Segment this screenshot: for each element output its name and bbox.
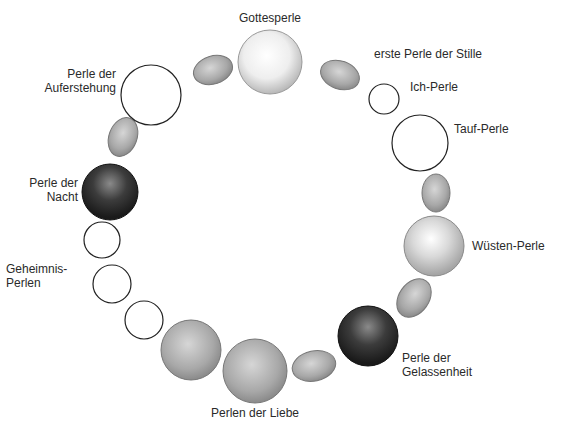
mystery-bead [93, 265, 131, 303]
bead-label: Wüsten-Perle [472, 239, 545, 253]
bead-label: erste Perle der Stille [374, 47, 482, 61]
love-bead [223, 339, 287, 403]
stillness-bead [289, 347, 338, 385]
god-bead [238, 30, 302, 94]
desert-bead [404, 216, 464, 276]
night-bead [82, 164, 138, 220]
mystery-bead [84, 222, 120, 258]
bead-label: Ich-Perle [410, 80, 458, 94]
stillness-bead [190, 51, 237, 90]
stillness-bead [422, 174, 450, 212]
baptism-bead [392, 115, 448, 171]
serenity-bead [338, 306, 398, 366]
bead-label: Geheimnis-Perlen [6, 262, 78, 290]
mystery-bead [125, 301, 163, 339]
stillness-bead [316, 55, 363, 95]
bead-label: Perle der Nacht [16, 176, 78, 204]
bead-label: Perle der Auferstehung [26, 67, 116, 95]
bead-label: Gottesperle [239, 11, 301, 25]
self-bead [369, 84, 399, 114]
bead-label: Perle der Gelassenheit [402, 351, 482, 379]
bead-label: Perlen der Liebe [211, 406, 299, 420]
resurrection-bead [121, 65, 181, 125]
stillness-bead [390, 272, 439, 324]
bead-label: Tauf-Perle [454, 122, 509, 136]
love-bead [161, 320, 221, 380]
